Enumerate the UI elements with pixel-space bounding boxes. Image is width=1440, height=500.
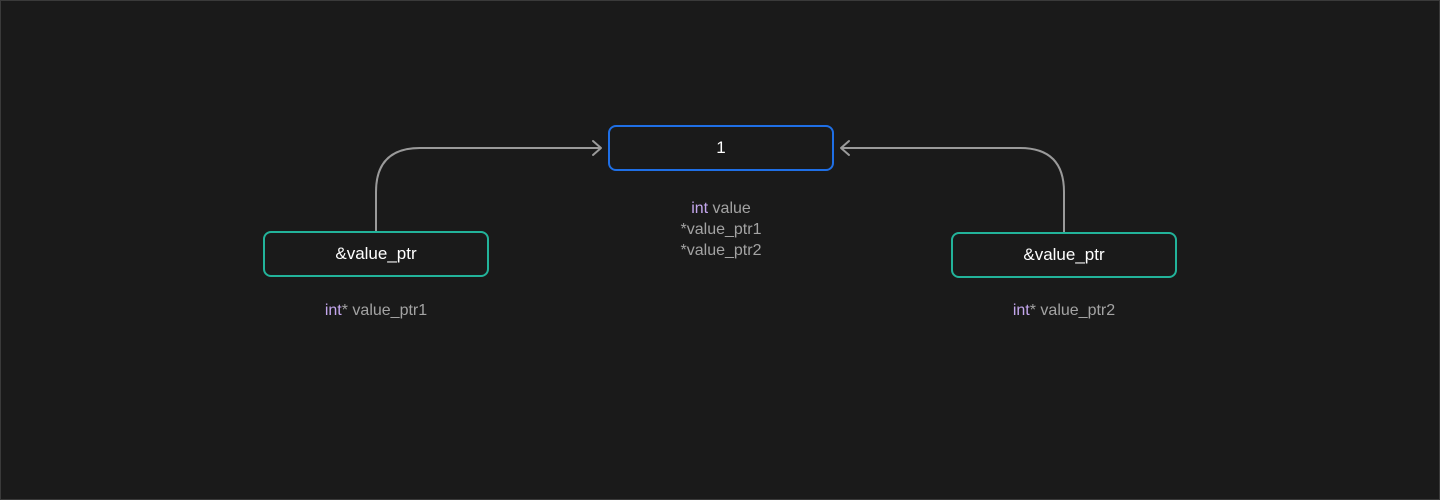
pointer-node-1[interactable]: &value_ptr <box>263 231 489 277</box>
value-node-label: 1 <box>716 138 726 157</box>
pointer-node-2-label: &value_ptr <box>1023 245 1105 264</box>
value-declaration: int value <box>611 198 831 219</box>
pointer-node-2[interactable]: &value_ptr <box>951 232 1177 278</box>
arrow-head-icon <box>592 140 602 156</box>
type-keyword: int <box>1012 302 1030 319</box>
type-keyword: int <box>324 302 342 319</box>
value-node[interactable]: 1 <box>608 125 834 171</box>
pointer-2-declaration: * value_ptr2 <box>1029 302 1116 319</box>
pointer-node-2-caption: int* value_ptr2 <box>954 300 1174 321</box>
value-name: value <box>708 200 751 217</box>
type-keyword: int <box>691 200 709 217</box>
value-node-caption: int value *value_ptr1 *value_ptr2 <box>611 198 831 261</box>
value-alias-1: *value_ptr1 <box>680 221 762 238</box>
connector-left-to-value <box>375 147 601 232</box>
pointer-node-1-caption: int* value_ptr1 <box>266 300 486 321</box>
arrow-head-icon <box>840 140 850 156</box>
value-alias-2: *value_ptr2 <box>680 242 762 259</box>
pointer-node-1-label: &value_ptr <box>335 244 417 263</box>
pointer-1-declaration: * value_ptr1 <box>341 302 428 319</box>
connector-right-to-value <box>841 147 1065 232</box>
